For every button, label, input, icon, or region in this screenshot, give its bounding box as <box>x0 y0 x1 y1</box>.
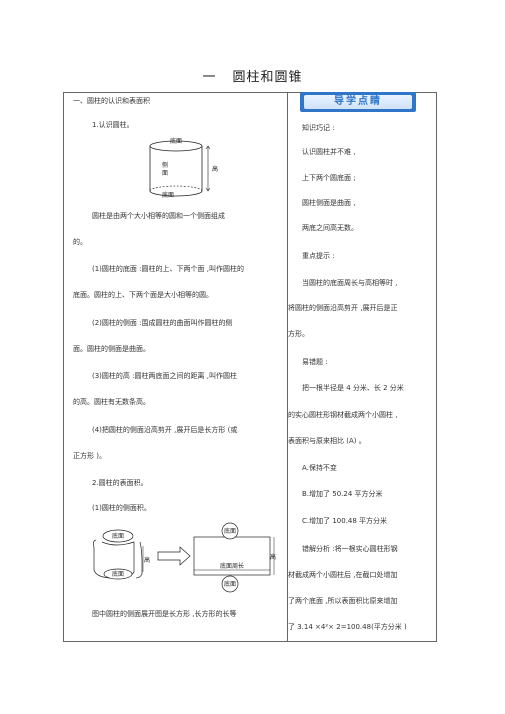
fig2-perimeter-label: 底面周长 <box>220 562 244 570</box>
key-title: 重点提示 : <box>302 252 335 260</box>
page-title: 一圆柱和圆锥 <box>0 66 505 85</box>
title-text: 圆柱和圆锥 <box>232 70 303 85</box>
key-line-2: 将圆柱的侧面沿高剪开 ,展开后是正 <box>288 304 398 312</box>
cylinder-description-1: 圆柱是由两个大小相等的圆和一个侧面组成 <box>92 212 225 220</box>
question-line-2: 的实心圆柱形钢材截成两个小圆柱 , <box>288 411 398 419</box>
point-1-line-2: 底面。圆柱的上、下两个面是大小相等的圆。 <box>73 291 213 299</box>
guide-badge: 导学点睛 <box>300 92 416 112</box>
analysis-line-4: 了 3.14 ×4²× 2=100.48(平方分米 ) <box>288 623 407 631</box>
question-line-3: 表面积与原来相比 (A) 。 <box>288 437 366 445</box>
tip-line-1: 认识圆柱并不难 , <box>302 148 356 156</box>
key-line-3: 方形。 <box>288 330 309 338</box>
point-4-line-2: 正方形 )。 <box>73 452 106 460</box>
tip-line-4: 两底之间高无数。 <box>302 224 358 232</box>
column-divider <box>287 92 288 642</box>
question-line-1: 把一根半径是 4 分米、长 2 分米 <box>302 384 404 392</box>
fig1-side-label-2: 面 <box>162 170 168 177</box>
option-c: C.增加了 100.48 平方分米 <box>302 517 388 525</box>
cylinder-figure: 底面 侧 面 高 底面 <box>149 137 218 199</box>
fig2-bottom-left-label: 底面 <box>112 570 124 578</box>
error-question-title: 易错题 : <box>302 358 328 366</box>
fig2-height-left-label: 高 <box>144 556 150 564</box>
point-1-line-1: (1)圆柱的底面 :圆柱的上、下两个面 ,叫作圆柱的 <box>92 265 244 273</box>
title-number: 一 <box>202 70 217 85</box>
tip-line-2: 上下两个圆底面 ; <box>302 174 356 182</box>
cylinder-description-2: 的。 <box>73 238 87 246</box>
analysis-line-1: 错解分析 :将一根实心圆柱形钢 <box>302 545 398 553</box>
analysis-line-2: 材截成两个小圆柱后 ,在截口处增加 <box>288 571 398 579</box>
tips-title: 知识巧记 : <box>302 124 335 132</box>
fig1-height-label: 高 <box>212 165 218 173</box>
fig2-top-right-label: 底面 <box>224 527 236 535</box>
option-b: B.增加了 50.24 平方分米 <box>302 490 383 498</box>
content-frame <box>63 92 437 642</box>
section-heading: 一、圆柱的认识和表面积 <box>73 97 150 105</box>
fig2-top-left-label: 底面 <box>112 532 124 540</box>
point-3-line-2: 的高。圆柱有无数条高。 <box>73 398 150 406</box>
fig1-bottom-label: 底面 <box>162 191 174 199</box>
point-3-line-1: (3)圆柱的高 :圆柱两底面之间的距离 ,叫作圆柱 <box>92 372 237 380</box>
fig2-bottom-right-label: 底面 <box>224 580 236 588</box>
analysis-line-3: 了两个底面 ,所以表面积比原来增加 <box>288 597 398 605</box>
last-line: 图中圆柱的侧面展开图是长方形 ,长方形的长等 <box>92 610 237 618</box>
key-line-1: 当圆柱的底面周长与高相等时 , <box>302 279 398 287</box>
fig1-top-label: 底面 <box>170 137 182 145</box>
fig2-height-right-label: 高 <box>270 553 276 561</box>
subheading-recognize-cylinder: 1.认识圆柱。 <box>92 121 134 129</box>
subheading-lateral-area: (1)圆柱的侧面积。 <box>92 504 151 512</box>
guide-badge-label: 导学点睛 <box>304 95 412 109</box>
option-a: A.保持不变 <box>302 464 337 472</box>
point-4-line-1: (4)把圆柱的侧面沿高剪开 ,展开后是长方形 (或 <box>92 426 238 434</box>
tip-line-3: 圆柱侧面是曲面 , <box>302 199 356 207</box>
fig1-side-label-1: 侧 <box>162 161 168 169</box>
subheading-surface-area: 2.圆柱的表面积。 <box>92 479 148 487</box>
unfold-figure: 底面 底面 高 底面 底面周长 底面 高 <box>92 522 276 593</box>
point-2-line-2: 面。圆柱的侧面是曲面。 <box>73 345 150 353</box>
point-2-line-1: (2)圆柱的侧面 :围成圆柱的曲面叫作圆柱的侧 <box>92 319 233 327</box>
